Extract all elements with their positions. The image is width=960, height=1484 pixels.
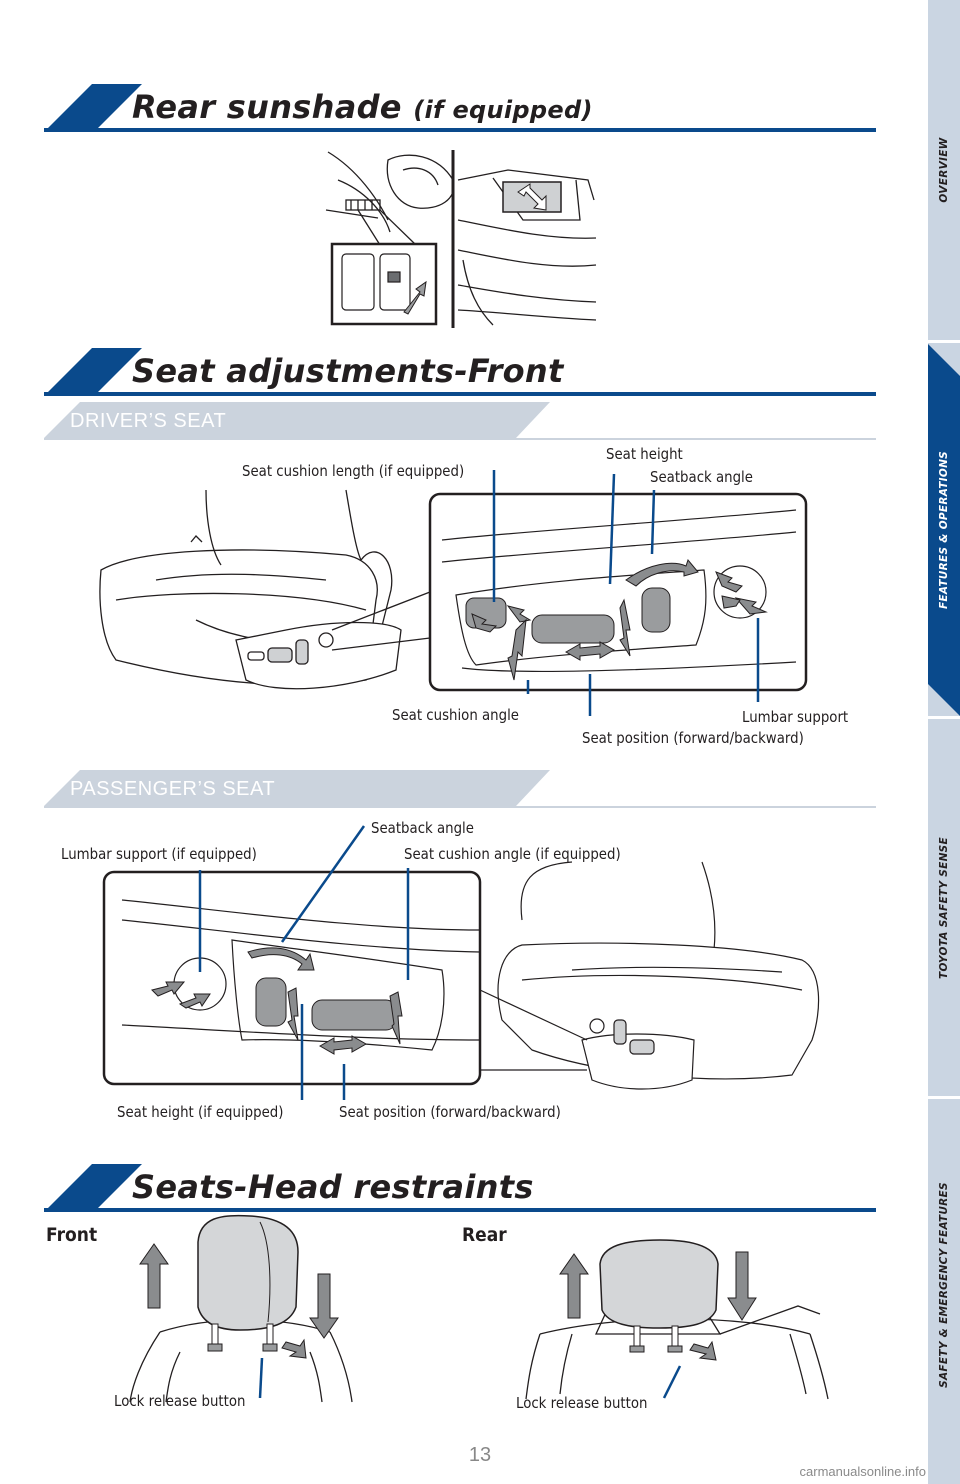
tab-separator <box>928 340 960 343</box>
tab-label: SAFETY & EMERGENCY FEATURES <box>938 1182 950 1388</box>
section-title: Rear sunshade (if equipped) <box>132 88 593 126</box>
sidebar: OVERVIEW FEATURES & OPERATIONS TOYOTA SA… <box>928 0 960 1484</box>
label-seat-height: Seat height <box>606 445 683 463</box>
watermark: carmanualsonline.info <box>799 1464 926 1479</box>
label-cushion-angle: Seat cushion angle <box>392 706 519 724</box>
label-lock-release-front: Lock release button <box>114 1392 246 1410</box>
label-cushion-length: Seat cushion length (if equipped) <box>242 462 465 480</box>
tab-features-operations[interactable]: FEATURES & OPERATIONS <box>928 344 960 716</box>
label-seat-position: Seat position (forward/backward) <box>582 729 804 747</box>
driver-seat-illustration <box>99 470 808 716</box>
header-rule <box>44 392 876 396</box>
tab-label: FEATURES & OPERATIONS <box>938 450 950 610</box>
band-bar <box>44 402 550 438</box>
band-line <box>44 806 876 808</box>
rear-head-restraint-illustration <box>525 1239 829 1400</box>
tab-label: OVERVIEW <box>938 137 950 203</box>
label-lumbar-support: Lumbar support <box>742 708 849 726</box>
label-p-cushion-angle: Seat cushion angle (if equipped) <box>404 845 621 863</box>
passenger-seat-illustration <box>102 825 820 1100</box>
front-head-restraint-illustration <box>129 1214 353 1403</box>
header-rule <box>44 128 876 132</box>
label-seatback-angle: Seatback angle <box>650 468 753 486</box>
title-text: Rear sunshade <box>132 88 402 126</box>
section-title: Seats-Head restraints <box>132 1168 534 1206</box>
band-bar <box>44 770 550 806</box>
title-suffix: (if equipped) <box>413 96 593 124</box>
section-header-head-restraints: Seats-Head restraints <box>44 1160 876 1212</box>
tab-toyota-safety-sense[interactable]: TOYOTA SAFETY SENSE <box>928 720 960 1096</box>
header-rule <box>44 1208 876 1212</box>
label-p-seat-position: Seat position (forward/backward) <box>339 1103 561 1121</box>
header-wedge <box>44 348 142 396</box>
header-wedge <box>44 84 142 132</box>
label-p-seat-height: Seat height (if equipped) <box>117 1103 284 1121</box>
driver-seat-band: DRIVER’S SEAT <box>44 402 876 440</box>
label-rear: Rear <box>462 1224 507 1246</box>
tab-separator <box>928 716 960 719</box>
band-text: DRIVER’S SEAT <box>70 410 227 432</box>
section-header-sunshade: Rear sunshade (if equipped) <box>44 80 876 132</box>
tab-label: TOYOTA SAFETY SENSE <box>938 836 950 980</box>
tab-safety-emergency[interactable]: SAFETY & EMERGENCY FEATURES <box>928 1100 960 1470</box>
tab-separator <box>928 1096 960 1099</box>
passenger-seat-band: PASSENGER’S SEAT <box>44 770 876 808</box>
section-header-seat-front: Seat adjustments-Front <box>44 344 876 396</box>
sunshade-illustration <box>325 150 597 328</box>
label-p-lumbar-support: Lumbar support (if equipped) <box>61 845 257 863</box>
label-lock-release-rear: Lock release button <box>516 1394 648 1412</box>
label-front: Front <box>46 1224 98 1246</box>
label-p-seatback-angle: Seatback angle <box>371 819 474 837</box>
tab-overview[interactable]: OVERVIEW <box>928 0 960 340</box>
section-title: Seat adjustments-Front <box>132 352 564 390</box>
band-line <box>44 438 876 440</box>
band-text: PASSENGER’S SEAT <box>70 778 276 800</box>
page-number: 13 <box>468 1444 492 1466</box>
header-wedge <box>44 1164 142 1212</box>
